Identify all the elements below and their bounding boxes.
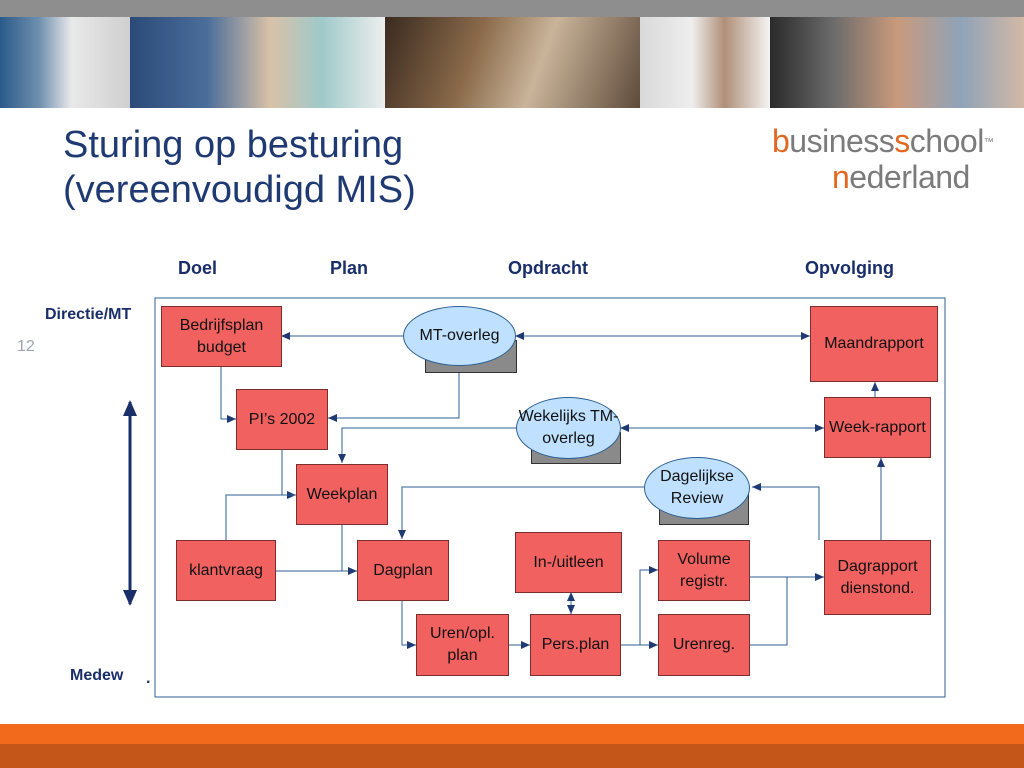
header-photo-banner xyxy=(0,17,1024,108)
title-line-1: Sturing op besturing xyxy=(63,124,404,166)
oval-mt-overleg: MT-overleg xyxy=(403,306,516,366)
connector-dagrapport-dagelijkse xyxy=(752,483,820,540)
connector-dagelijkse-dagplan xyxy=(398,486,644,539)
oval-dagelijkse-review: Dagelijkse Review xyxy=(644,457,750,519)
box-dagrapport: Dagrapport dienstond. xyxy=(824,540,931,615)
slide-number: 12 xyxy=(17,338,35,355)
connector-mt-pis xyxy=(328,366,460,422)
column-header-doel: Doel xyxy=(178,258,218,278)
connector-klantvraag-weekplan xyxy=(225,494,296,540)
box-maandrapport: Maandrapport xyxy=(810,306,938,382)
logo-letter-s: s xyxy=(894,123,910,159)
row-label-directie: Directie/MT xyxy=(45,306,132,323)
column-header-opvolging: Opvolging xyxy=(805,258,894,278)
banner-photo-stairs xyxy=(385,17,640,108)
logo-trademark: ™ xyxy=(983,137,994,148)
logo-text-ederland: ederland xyxy=(849,159,970,195)
banner-photo-people xyxy=(130,17,385,108)
connector-persplan-volume xyxy=(639,566,658,645)
column-header-plan: Plan xyxy=(330,258,369,278)
top-gray-bar xyxy=(0,0,1024,17)
row-label-dot: . xyxy=(146,670,151,687)
footer-dark-orange-bar xyxy=(0,744,1024,768)
connector-urenreg-dagrapport xyxy=(750,577,788,646)
connector-bedrijfsplan-pis xyxy=(220,366,236,423)
title-line-2: (vereenvoudigd MIS) xyxy=(63,169,416,211)
logo-letter-b: b xyxy=(772,123,790,159)
banner-photo-building xyxy=(0,17,130,108)
diagram-frame xyxy=(154,297,946,698)
column-header-opdracht: Opdracht xyxy=(508,258,589,278)
box-pis: PI’s 2002 xyxy=(236,389,328,450)
oval-wekelijks-tm-overleg: Wekelijks TM-overleg xyxy=(516,397,621,459)
logo-letter-n: n xyxy=(832,159,850,195)
box-bedrijfsplan: Bedrijfsplan budget xyxy=(161,306,282,367)
logo-text-usiness: usiness xyxy=(789,123,895,159)
connector-dagplan-uren xyxy=(401,601,416,649)
footer-orange-bar xyxy=(0,724,1024,744)
logo-text-chool: chool xyxy=(909,123,985,159)
banner-photo-man xyxy=(640,17,770,108)
box-urenreg: Urenreg. xyxy=(658,614,750,676)
box-uren-opl-plan: Uren/opl. plan xyxy=(416,614,509,676)
box-pers-plan: Pers.plan xyxy=(530,614,621,676)
row-label-medew: Medew xyxy=(70,667,124,684)
page-title: Sturing op besturing (vereenvoudigd MIS) xyxy=(63,123,416,213)
box-week-rapport: Week-rapport xyxy=(824,397,931,458)
box-in-uitleen: In-/uitleen xyxy=(515,532,622,593)
box-klantvraag: klantvraag xyxy=(176,540,276,601)
box-volume-registr: Volume registr. xyxy=(658,540,750,601)
connector-wekelijks-weekplan xyxy=(338,427,516,463)
banner-photo-drinking xyxy=(770,17,1024,108)
box-dagplan: Dagplan xyxy=(357,540,449,601)
businessschool-logo: businessschool™ nederland xyxy=(772,123,994,194)
box-weekplan: Weekplan xyxy=(296,464,388,525)
connector-pis-weekplan xyxy=(281,449,296,499)
